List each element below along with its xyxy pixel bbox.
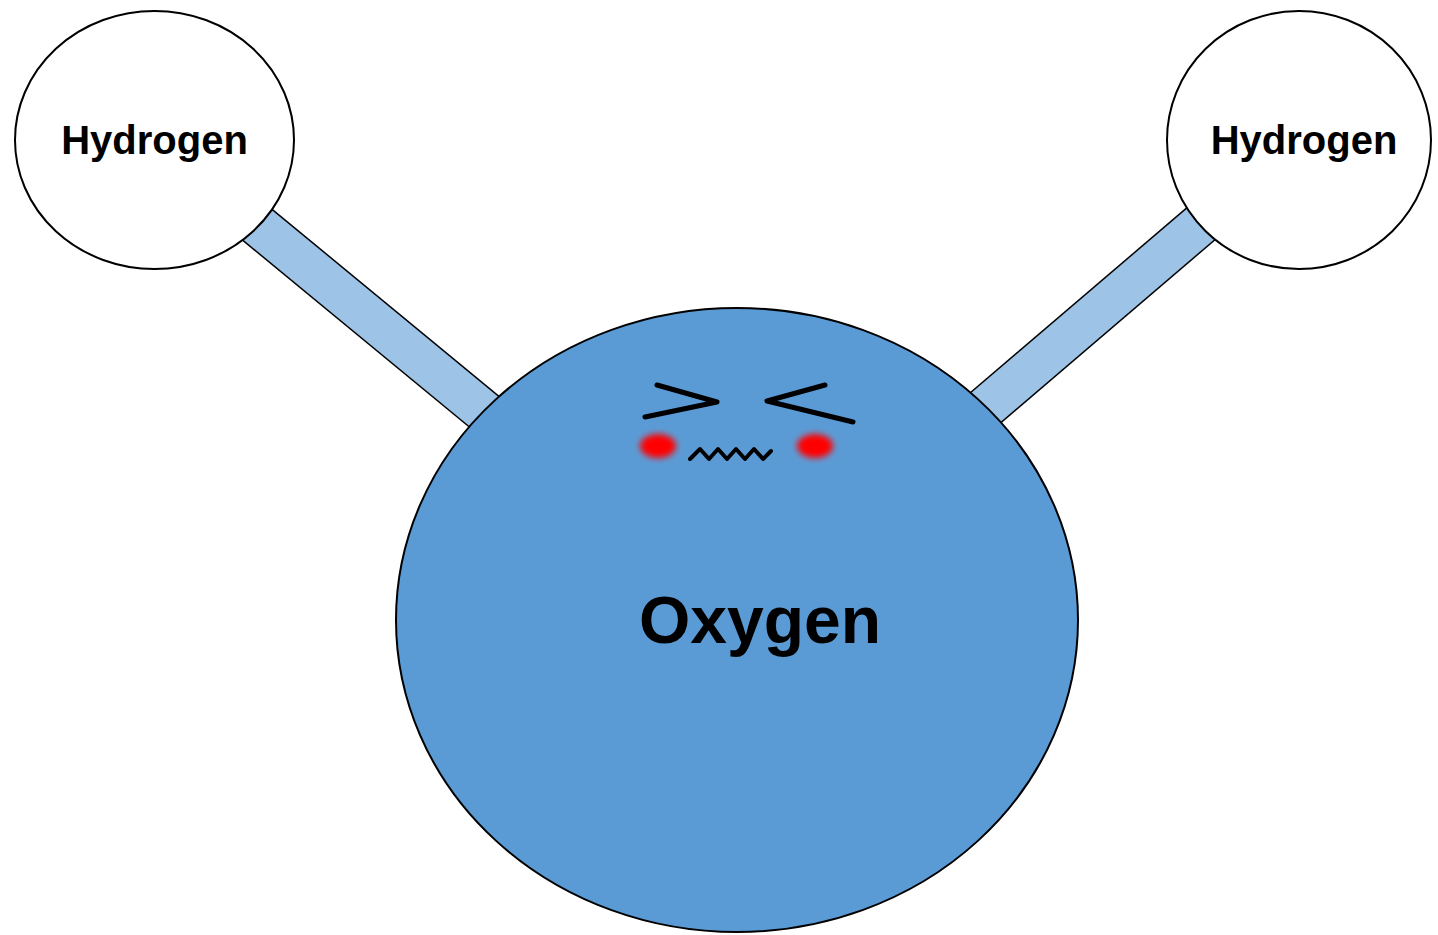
cheek [797, 434, 833, 458]
eye [767, 385, 853, 422]
chemical-bond [964, 213, 1214, 426]
eye [645, 385, 717, 417]
chemical-bond [244, 214, 506, 430]
hydrogen-atom: Hydrogen [1166, 10, 1432, 270]
cheek [640, 434, 676, 458]
atom-label: Hydrogen [1211, 118, 1398, 163]
bond-fill [964, 213, 1214, 426]
mouth [690, 449, 771, 459]
oxygen-atom: Oxygen [395, 307, 1079, 933]
atom-label: Oxygen [639, 582, 881, 658]
bond-outline [244, 214, 506, 430]
atom-ellipse [1167, 11, 1431, 269]
bond-fill [244, 214, 506, 430]
hydrogen-atom: Hydrogen [14, 10, 295, 270]
bond-outline [964, 213, 1214, 426]
atom-label: Hydrogen [61, 118, 248, 163]
atom-ellipse [15, 11, 294, 269]
atom-ellipse [396, 308, 1078, 932]
cute-face [625, 367, 865, 467]
